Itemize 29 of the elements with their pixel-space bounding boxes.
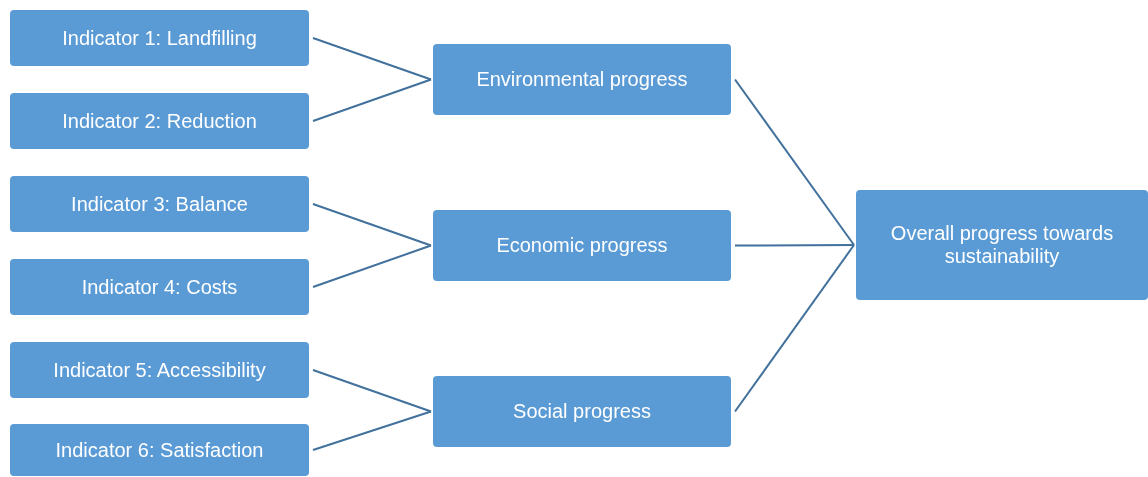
connector-line (312, 410, 432, 451)
connector-line (312, 37, 432, 81)
connector-line (312, 244, 432, 288)
box-label: Indicator 6: Satisfaction (55, 438, 264, 462)
connector-line (312, 203, 432, 247)
box-label: Indicator 2: Reduction (62, 109, 257, 133)
connector-line (734, 78, 855, 246)
process-box (433, 376, 731, 447)
process-box (10, 424, 309, 476)
connector-line (734, 244, 855, 413)
connector-line (734, 244, 855, 247)
process-box (10, 93, 309, 149)
box-label: Social progress (513, 400, 651, 423)
connector-line (312, 78, 432, 122)
process-box (10, 176, 309, 232)
box-label: Environmental progress (476, 68, 688, 91)
connector-line (312, 369, 432, 413)
process-box (10, 342, 309, 398)
box-label: Indicator 4: Costs (81, 275, 238, 299)
process-box (433, 210, 731, 281)
process-box (856, 190, 1148, 300)
box-label: Overall progress towards sustainability (889, 222, 1115, 268)
box-label: Economic progress (496, 234, 668, 257)
box-label: Indicator 1: Landfilling (62, 26, 257, 50)
box-label: Indicator 3: Balance (71, 192, 248, 216)
process-box (433, 44, 731, 115)
process-box (10, 10, 309, 66)
box-label: Indicator 5: Accessibility (53, 358, 266, 382)
process-box (10, 259, 309, 315)
